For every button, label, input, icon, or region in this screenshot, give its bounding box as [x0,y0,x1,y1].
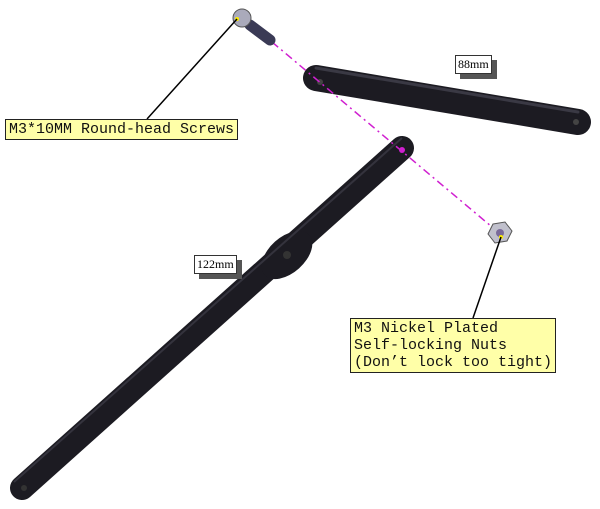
nut-icon [487,221,513,244]
nut-callout-line1: M3 Nickel Plated [354,320,499,337]
dimension-label-long-bar: 122mm [194,255,237,274]
nut-callout-line2: Self-locking Nuts [354,337,508,354]
long-bar-122mm [10,136,414,500]
hole [399,147,405,153]
nut-callout-line3: (Don’t lock too tight) [354,354,553,371]
assembly-axis-line [271,41,499,233]
nut-leader-line [472,236,502,319]
hole [21,485,27,491]
screw-leader-line [146,18,238,120]
screw-callout: M3*10MM Round-head Screws [5,119,239,140]
hole [283,251,291,259]
hole [573,119,579,125]
dimension-label-short-bar: 88mm [455,55,492,74]
screw-icon [232,8,276,46]
short-bar-88mm [303,65,591,135]
